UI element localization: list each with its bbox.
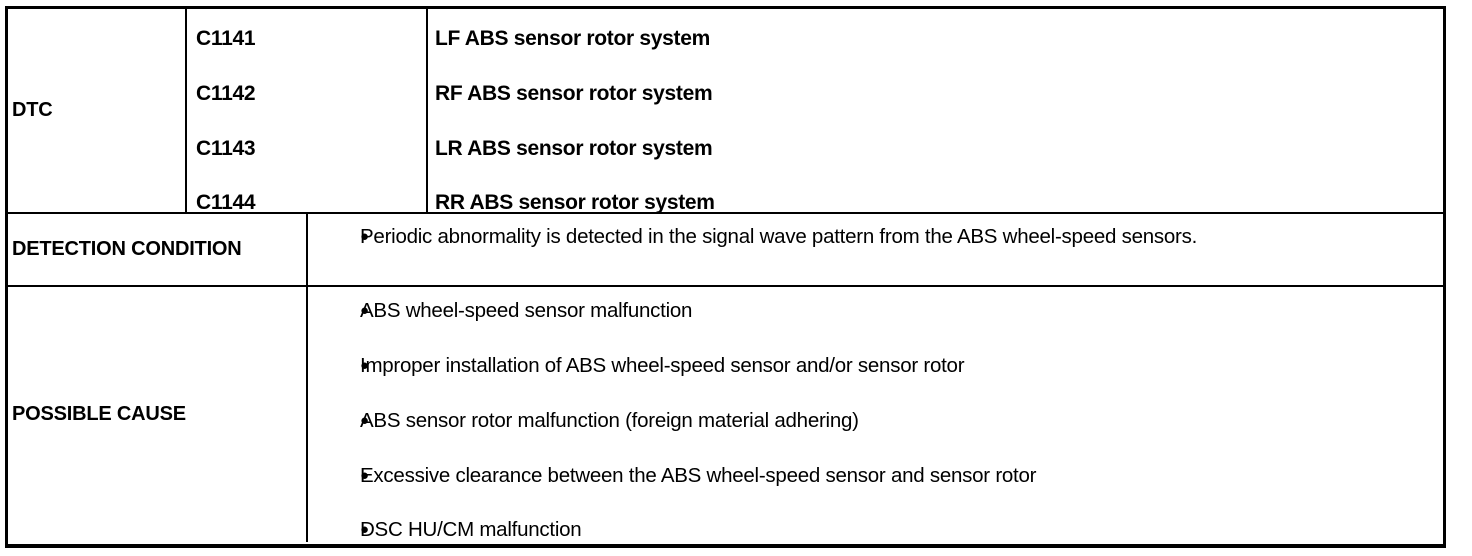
- bullet-dot-icon: ●: [360, 302, 369, 319]
- dtc-code-cell: C1144: [196, 191, 256, 214]
- list-item: ● Improper installation of ABS wheel-spe…: [308, 352, 1443, 379]
- list-item-text: Periodic abnormality is detected in the …: [360, 225, 1198, 248]
- bullet-dot-icon: ●: [360, 357, 369, 374]
- dtc-diagnostic-table: DTC C1141 C1142 C1143 C1144 LF ABS senso…: [5, 6, 1446, 548]
- list-item-text: ABS wheel-speed sensor malfunction: [360, 299, 693, 322]
- dtc-description-cell: RF ABS sensor rotor system: [435, 82, 713, 105]
- dtc-description-column: LF ABS sensor rotor system RF ABS sensor…: [428, 9, 1443, 214]
- list-item-text: Improper installation of ABS wheel-speed…: [360, 354, 965, 377]
- bullet-dot-icon: ●: [360, 467, 369, 484]
- bullet-dot-icon: ●: [360, 412, 369, 429]
- table-row-possible-cause: POSSIBLE CAUSE ● ABS wheel-speed sensor …: [8, 285, 1443, 542]
- row-label-text: DETECTION CONDITION: [12, 238, 242, 260]
- possible-cause-content: ● ABS wheel-speed sensor malfunction ● I…: [308, 287, 1443, 542]
- list-item: ● Periodic abnormality is detected in th…: [308, 223, 1443, 250]
- bullet-dot-icon: ●: [360, 521, 369, 538]
- dtc-description-cell: LR ABS sensor rotor system: [435, 137, 713, 160]
- list-item: ● ABS sensor rotor malfunction (foreign …: [308, 407, 1443, 434]
- dtc-code-cell: C1142: [196, 82, 256, 105]
- bullet-dot-icon: ●: [360, 228, 369, 245]
- row-label-detection-condition: DETECTION CONDITION: [8, 214, 308, 285]
- row-label-possible-cause: POSSIBLE CAUSE: [8, 287, 308, 542]
- list-item: ● ABS wheel-speed sensor malfunction: [308, 297, 1443, 324]
- table-row-detection-condition: DETECTION CONDITION ● Periodic abnormali…: [8, 212, 1443, 285]
- dtc-description-cell: RR ABS sensor rotor system: [435, 191, 715, 214]
- dtc-code-cell: C1143: [196, 137, 256, 160]
- list-item-text: ABS sensor rotor malfunction (foreign ma…: [360, 409, 859, 432]
- list-item: ● DSC HU/CM malfunction: [308, 516, 1443, 543]
- dtc-code-column: C1141 C1142 C1143 C1144: [187, 9, 428, 214]
- row-label-dtc: DTC: [8, 9, 187, 212]
- row-label-text: POSSIBLE CAUSE: [12, 403, 186, 425]
- list-item-text: Excessive clearance between the ABS whee…: [360, 464, 1037, 487]
- detection-condition-content: ● Periodic abnormality is detected in th…: [308, 214, 1443, 285]
- list-item-text: DSC HU/CM malfunction: [360, 518, 582, 541]
- dtc-description-cell: LF ABS sensor rotor system: [435, 27, 710, 50]
- list-item: ● Excessive clearance between the ABS wh…: [308, 462, 1443, 489]
- dtc-entries-body: C1141 C1142 C1143 C1144 LF ABS sensor ro…: [187, 9, 1443, 214]
- dtc-code-cell: C1141: [196, 27, 256, 50]
- row-label-text: DTC: [12, 99, 53, 121]
- table-row-dtc: DTC C1141 C1142 C1143 C1144 LF ABS senso…: [8, 9, 1443, 214]
